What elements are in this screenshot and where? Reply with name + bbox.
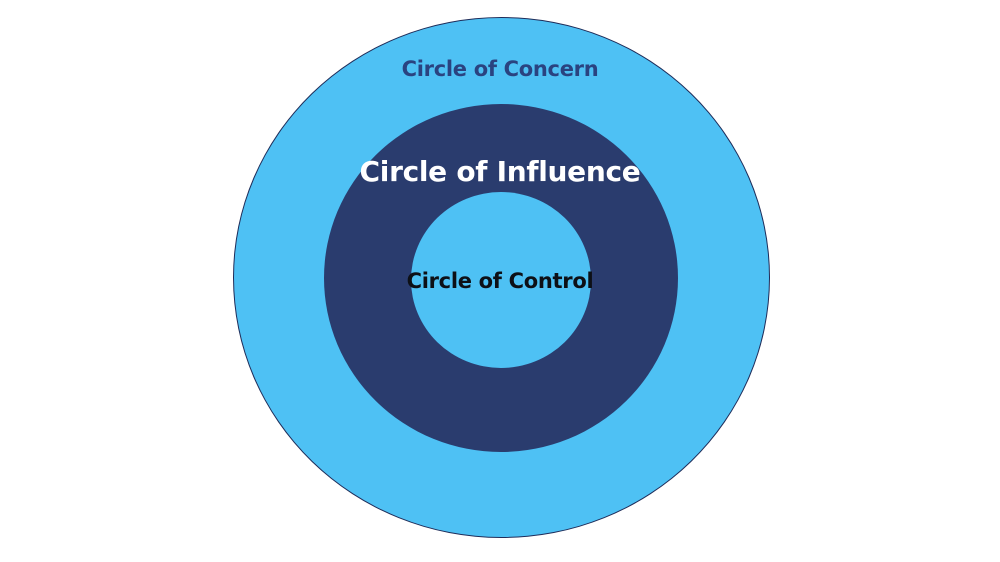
circle-of-control <box>411 192 591 368</box>
circle-of-control-label: Circle of Control <box>406 269 594 293</box>
circle-of-influence-label: Circle of Influence <box>359 155 641 188</box>
circle-of-concern-label: Circle of Concern <box>401 57 599 81</box>
